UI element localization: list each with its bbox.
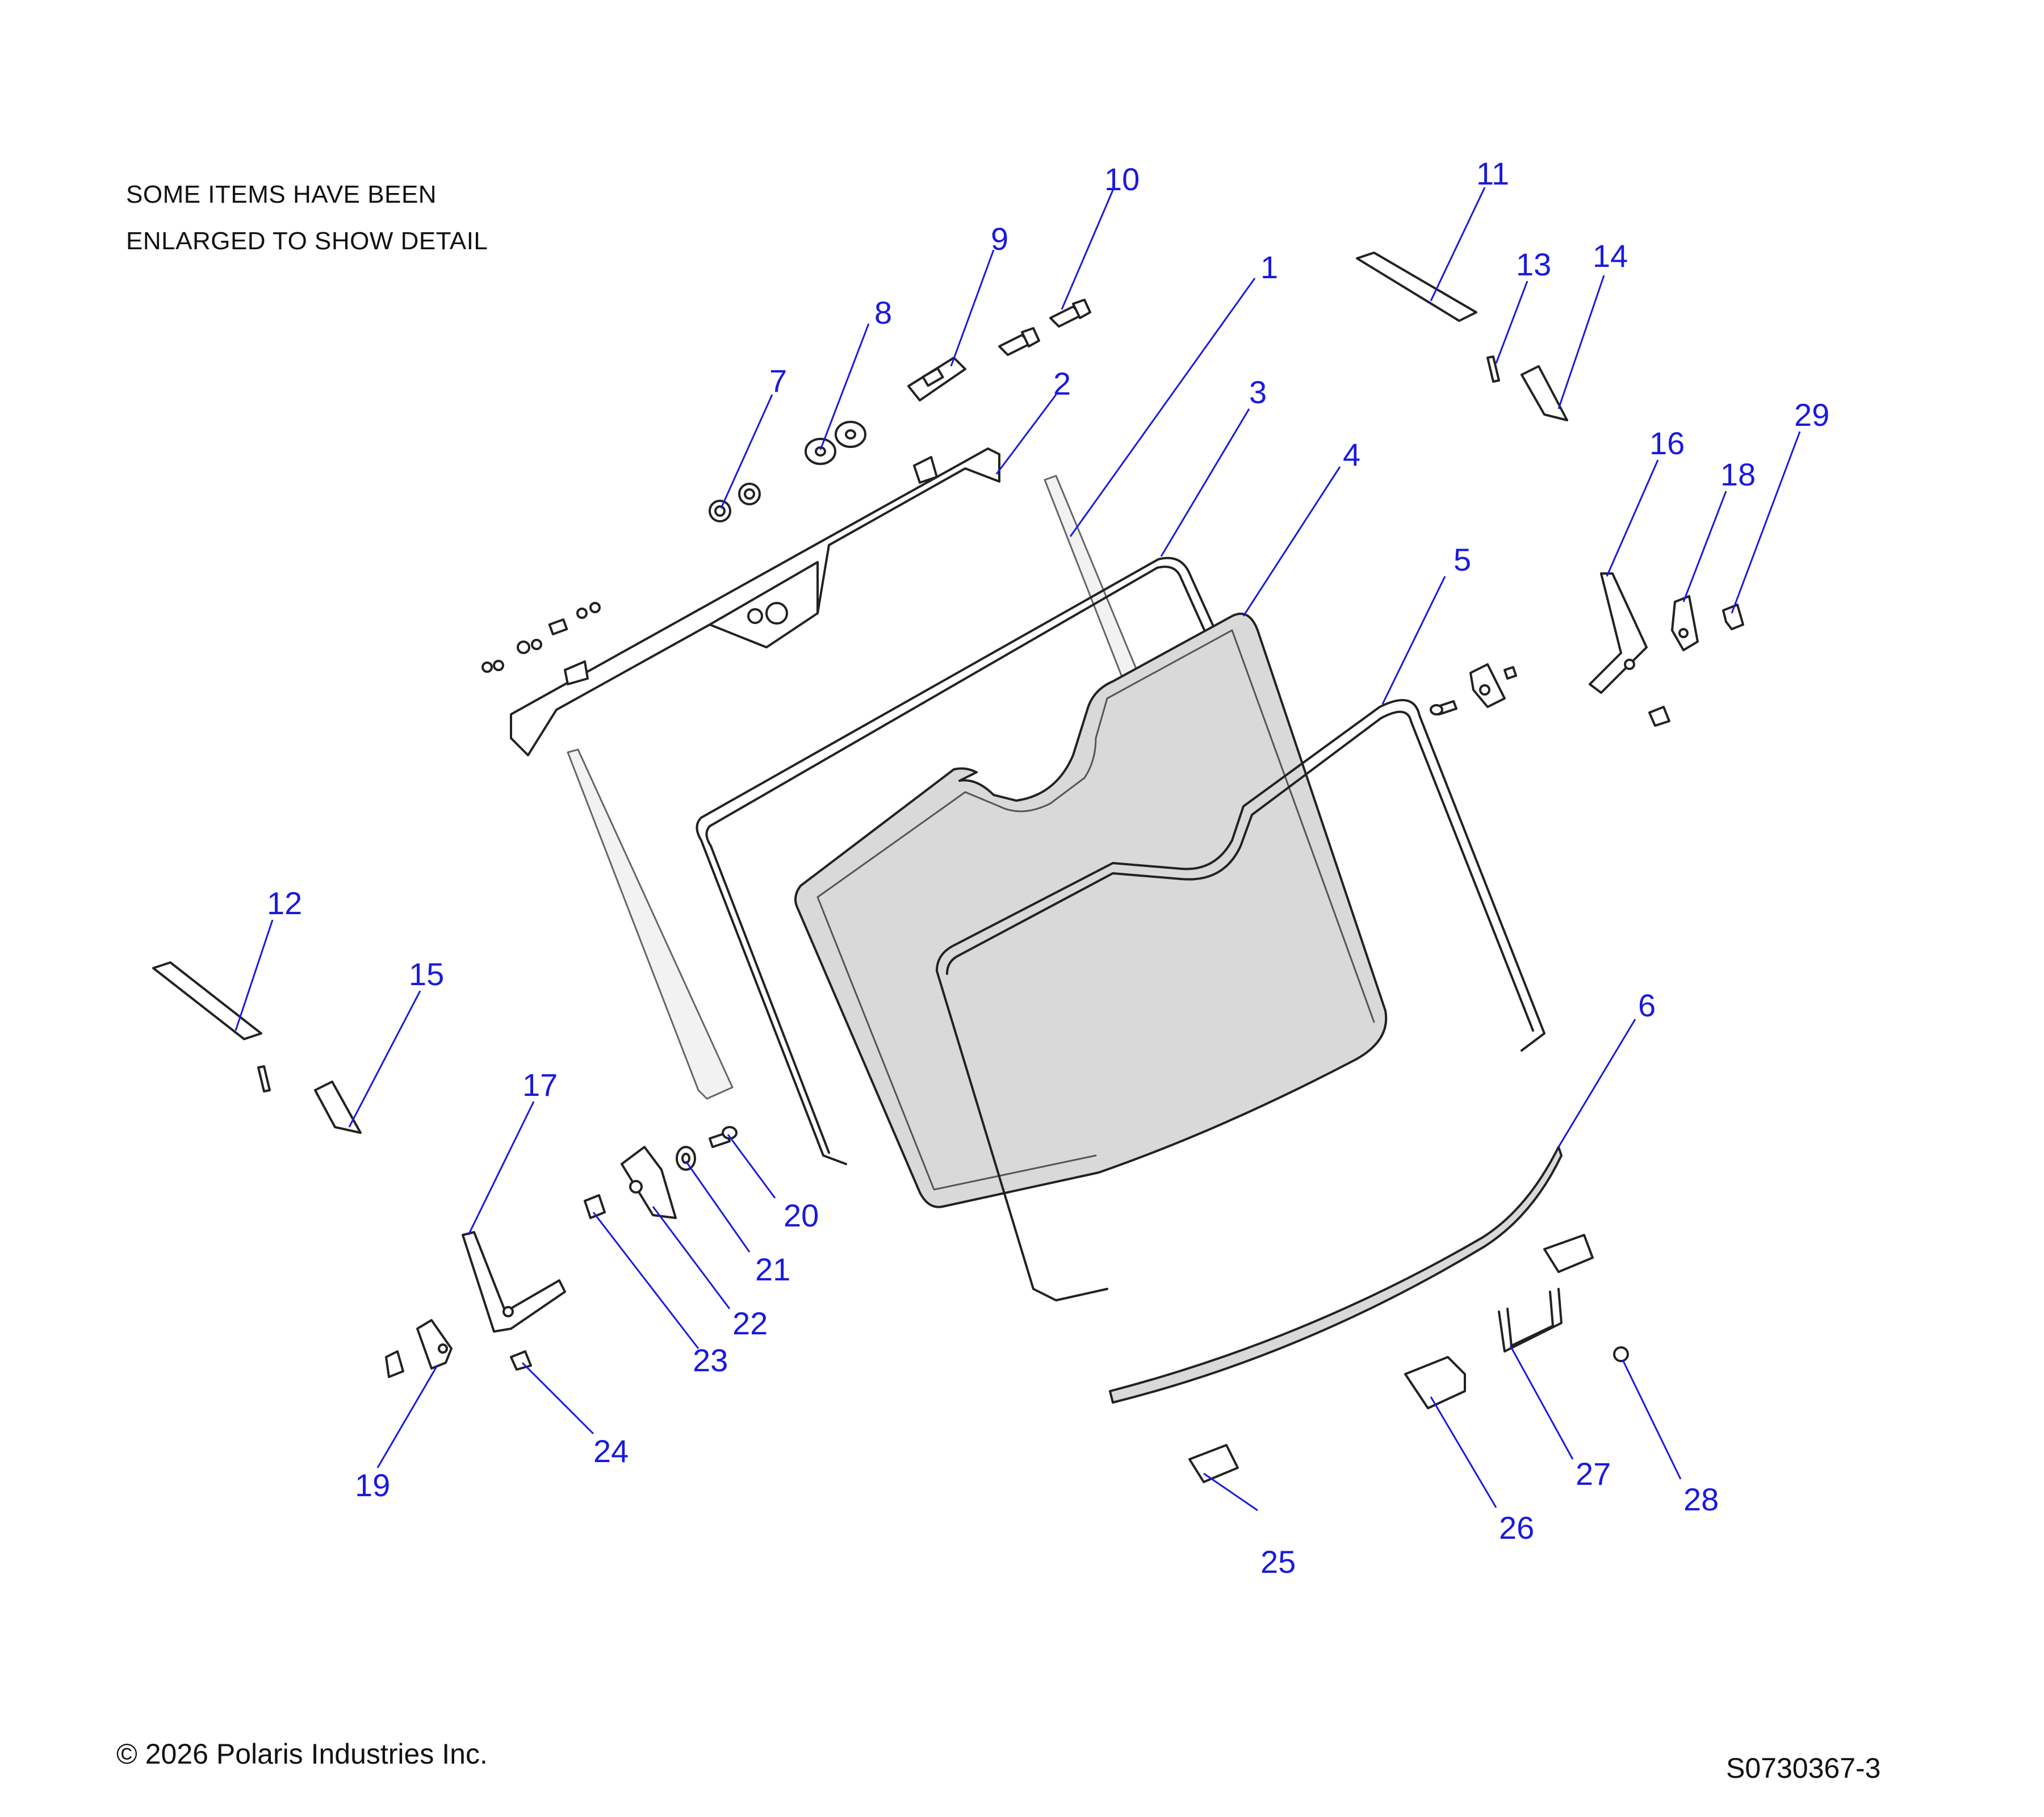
callout-labels: 1 2 3 4 5 6 7 8 9 10 11 13 14 16 18 29 1… [267, 156, 1829, 1580]
part-27-channel-bracket [1498, 1288, 1563, 1353]
callout-22: 22 [732, 1305, 768, 1341]
callout-14: 14 [1593, 238, 1628, 274]
part-14-pad [1521, 365, 1568, 421]
part-21-washer [676, 1146, 696, 1171]
part-9-bracket-plate [907, 357, 966, 401]
callout-7: 7 [769, 363, 787, 399]
callout-16: 16 [1649, 425, 1685, 461]
callout-6: 6 [1638, 987, 1656, 1023]
part-19-clip [385, 1319, 453, 1378]
part-15-pad [314, 1081, 362, 1134]
callout-5: 5 [1454, 542, 1471, 577]
part-18-clip [1671, 595, 1699, 651]
callout-10: 10 [1104, 161, 1140, 197]
callout-12-13: 13 [1516, 246, 1551, 282]
header-small-hardware [481, 602, 601, 673]
part-3-windshield-seal [696, 556, 1324, 1165]
callout-4: 4 [1343, 437, 1360, 472]
part-10-bolts [998, 299, 1091, 356]
drawing-number: S0730367-3 [1726, 1752, 1881, 1784]
part-5-glass-seal [936, 699, 1545, 1301]
callout-24: 24 [593, 1433, 629, 1469]
part-8-washers [805, 421, 866, 465]
part-25-pad [1188, 1234, 1594, 1483]
callout-19: 19 [355, 1467, 390, 1503]
part-22-hinge-block [621, 663, 1517, 1219]
part-7-nuts [709, 483, 761, 522]
part-2-upper-header [510, 447, 1000, 756]
note-line-1: SOME ITEMS HAVE BEEN [126, 181, 437, 208]
callout-26: 26 [1499, 1510, 1534, 1546]
callout-21: 21 [755, 1251, 790, 1287]
callout-12: 12 [267, 885, 302, 921]
part-26-bent-pad [1404, 1356, 1466, 1409]
callout-25: 25 [1260, 1544, 1296, 1580]
callout-17: 17 [522, 1067, 558, 1103]
callout-15: 15 [409, 956, 444, 992]
part-6-lower-seal [1109, 1146, 1563, 1404]
callout-8: 8 [874, 295, 892, 330]
callout-28: 28 [1683, 1481, 1719, 1517]
callout-23: 23 [693, 1342, 728, 1378]
leader-lines [234, 187, 1801, 1512]
callout-9: 9 [991, 221, 1008, 257]
part-24-clip [510, 706, 1670, 1371]
part-13-tab [257, 355, 1500, 1092]
part-12-strip [152, 961, 262, 1040]
callout-29: 29 [1794, 397, 1829, 433]
callout-1: 1 [1260, 249, 1278, 285]
callout-18: 18 [1720, 457, 1756, 492]
part-20-screw [709, 700, 1457, 1148]
callout-27: 27 [1576, 1456, 1611, 1492]
note-line-2: ENLARGED TO SHOW DETAIL [126, 227, 488, 255]
part-4-glass-panel [794, 613, 1388, 1208]
part-28-rivet [1613, 1346, 1629, 1362]
callout-11: 11 [1476, 156, 1509, 191]
callout-3: 3 [1249, 374, 1267, 410]
part-16-bracket [1589, 572, 1648, 694]
part-17-bracket [462, 1231, 566, 1333]
part-23-clip [584, 1194, 606, 1219]
callout-20: 20 [784, 1198, 819, 1233]
part-11-strip [1356, 252, 1477, 322]
copyright-text: © 2026 Polaris Industries Inc. [116, 1738, 488, 1770]
callout-2: 2 [1053, 366, 1071, 401]
